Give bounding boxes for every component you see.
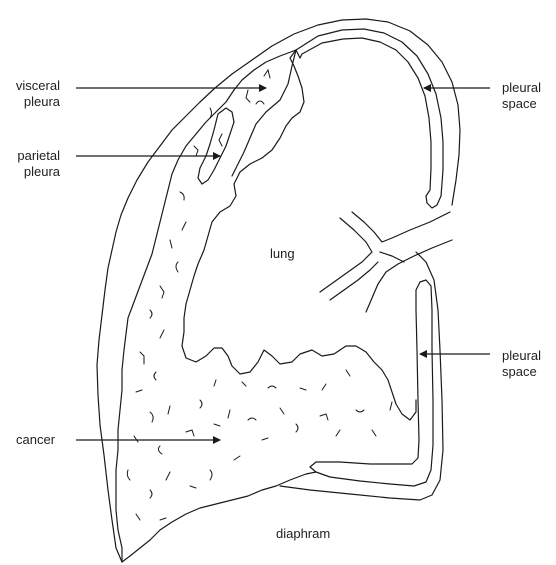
label-lung: lung — [270, 246, 295, 261]
upper-pleural-space-outer — [296, 29, 443, 208]
svg-text:pleura: pleura — [24, 164, 61, 179]
parietal-pleura-strip — [198, 108, 234, 184]
label-cancer: cancer — [16, 432, 56, 447]
svg-text:pleura: pleura — [24, 94, 61, 109]
lower-pleural-space-inner — [310, 290, 419, 472]
label-diaphram: diaphram — [276, 526, 330, 541]
bronchus-lower — [366, 240, 452, 312]
label-parietal-pleura: parietal pleura — [17, 148, 60, 179]
svg-text:parietal: parietal — [17, 148, 60, 163]
label-pleural-space-bottom: pleural space — [502, 348, 541, 379]
upper-pleura-lip — [296, 50, 302, 58]
svg-text:pleural: pleural — [502, 80, 541, 95]
bronchus-lower-2 — [380, 252, 404, 262]
cancer-mass-outer-edge — [116, 50, 296, 562]
label-pleural-space-top: pleural space — [502, 80, 541, 111]
svg-text:space: space — [502, 364, 537, 379]
cancer-mass-outline — [182, 50, 416, 420]
lower-pleura-outline — [280, 252, 443, 500]
bronchus-upper — [352, 212, 450, 242]
bronchus-upper-2 — [320, 218, 372, 292]
svg-text:visceral: visceral — [16, 78, 60, 93]
svg-text:pleural: pleural — [502, 348, 541, 363]
svg-text:space: space — [502, 96, 537, 111]
outer-pleura-outline — [97, 19, 460, 562]
label-visceral-pleura: visceral pleura — [16, 78, 61, 109]
upper-pleural-space-inner — [302, 38, 431, 196]
cancer-lower-boundary — [122, 472, 316, 562]
